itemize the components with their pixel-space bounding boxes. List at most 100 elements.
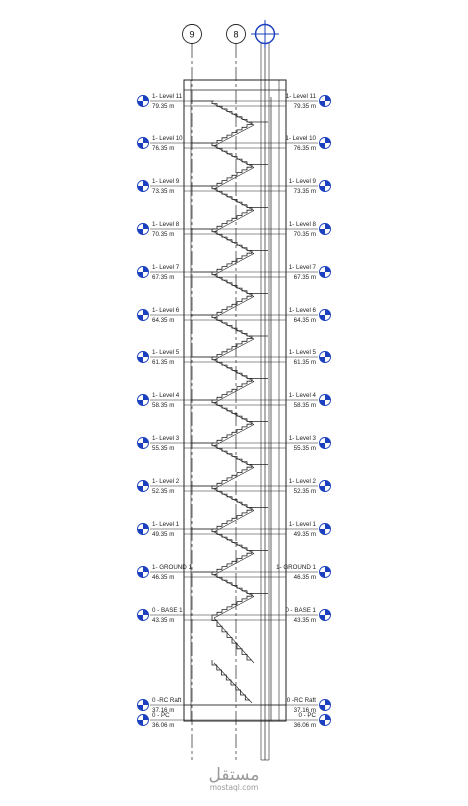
stair-flight-lower-soffit: [213, 296, 255, 319]
stair-flight-upper: [211, 186, 252, 208]
level-marker-fill: [319, 143, 325, 149]
level-marker-fill: [319, 400, 325, 406]
level-marker-fill: [319, 443, 325, 449]
stair-flight-upper-soffit: [213, 617, 255, 664]
level-elevation-right: 67.35 m: [294, 274, 316, 281]
level-marker-fill: [143, 309, 149, 315]
level-elevation-right: 79.35 m: [294, 103, 316, 110]
level-name-right: 1- Level 3: [289, 435, 317, 442]
level-marker-fill: [325, 351, 331, 357]
stair-flight-lower: [212, 122, 253, 144]
stair-flight-upper: [211, 143, 252, 165]
level-marker-fill: [137, 615, 143, 621]
stair-flight-lower: [212, 378, 253, 401]
level-elevation-left: 79.35 m: [152, 103, 174, 110]
level-name-left: 1- Level 3: [152, 435, 180, 442]
level-elevation-left: 46.35 m: [152, 574, 174, 581]
level-name-left: 1- Level 4: [152, 392, 180, 399]
stair-flight-lower-soffit: [213, 596, 255, 619]
stair-flight-upper: [211, 315, 252, 337]
level-elevation-right: 58.35 m: [294, 402, 316, 409]
stair-flight-upper: [211, 529, 252, 551]
stair-flight-lower: [211, 660, 250, 701]
stair-flight-upper-soffit: [213, 445, 255, 468]
level-name-right: 1- Level 7: [289, 264, 317, 271]
level-marker-fill: [137, 186, 143, 192]
level-elevation-right: 73.35 m: [294, 188, 316, 195]
level-name-left: 0 - BASE 1: [152, 607, 183, 614]
level-elevation-left: 67.35 m: [152, 274, 174, 281]
grid-label: 8: [233, 30, 238, 40]
stair-flight-lower: [212, 250, 253, 273]
level-name-right: 0 -RC Raft: [287, 697, 317, 704]
level-elevation-right: 61.35 m: [294, 359, 316, 366]
level-name-right: 1- Level 1: [289, 521, 317, 528]
level-elevation-left: 76.35 m: [152, 145, 174, 152]
stair-flight-lower: [212, 293, 253, 316]
stair-flight-upper-soffit: [213, 402, 255, 425]
stair-flight-lower-soffit: [213, 253, 255, 276]
level-marker-fill: [143, 609, 149, 615]
level-elevation-right: 49.35 m: [294, 531, 316, 538]
level-marker-fill: [137, 486, 143, 492]
stair-flight-lower: [212, 207, 253, 230]
stair-flight-lower-soffit: [213, 338, 255, 361]
level-marker-fill: [143, 566, 149, 572]
level-elevation-left: 58.35 m: [152, 402, 174, 409]
level-marker-fill: [319, 272, 325, 278]
stair-flights: [191, 100, 268, 704]
level-marker-fill: [325, 309, 331, 315]
stair-flight-lower: [212, 421, 253, 444]
level-marker-fill: [319, 705, 325, 711]
stair-flight-upper: [211, 572, 252, 594]
level-marker-fill: [325, 394, 331, 400]
level-marker-fill: [143, 137, 149, 143]
level-marker-fill: [325, 523, 331, 529]
level-marker-fill: [143, 437, 149, 443]
level-name-right: 0 - PC: [298, 712, 316, 719]
grid-bubble: [182, 24, 202, 44]
level-marker-fill: [137, 229, 143, 235]
level-name-right: 1- Level 6: [289, 307, 317, 314]
stair-flight-upper-soffit: [213, 574, 255, 597]
level-marker-fill: [137, 572, 143, 578]
level-marker-fill: [319, 486, 325, 492]
level-name-right: 1- GROUND 1: [276, 564, 316, 571]
level-marker-fill: [319, 572, 325, 578]
level-name-left: 1- Level 5: [152, 349, 180, 356]
level-name-left: 1- Level 2: [152, 478, 180, 485]
level-name-right: 1- Level 4: [289, 392, 317, 399]
stair-flight-upper: [211, 229, 252, 251]
level-elevation-left: 70.35 m: [152, 231, 174, 238]
level-marker-fill: [143, 394, 149, 400]
level-elevation-right: 36.06 m: [294, 722, 316, 729]
level-name-right: 1- Level 9: [289, 178, 317, 185]
stair-flight-lower: [212, 550, 253, 573]
level-marker-fill: [143, 714, 149, 720]
level-marker-fill: [143, 180, 149, 186]
level-marker-fill: [137, 143, 143, 149]
stair-flight-lower-soffit: [213, 210, 255, 233]
stair-flight-upper: [211, 272, 252, 294]
level-name-left: 1- Level 11: [152, 93, 183, 100]
level-elevation-right: 43.35 m: [294, 617, 316, 624]
level-marker-fill: [137, 443, 143, 449]
level-elevation-left: 36.06 m: [152, 722, 174, 729]
level-elevation-right: 52.35 m: [294, 488, 316, 495]
stair-flight-lower-soffit: [213, 381, 255, 404]
level-name-right: 1- Level 10: [285, 135, 316, 142]
level-elevation-right: 64.35 m: [294, 317, 316, 324]
stair-flight-lower-soffit: [213, 662, 253, 704]
stair-flight-upper: [211, 486, 252, 508]
level-marker-fill: [319, 186, 325, 192]
stair-flight-lower-soffit: [213, 167, 255, 190]
level-name-left: 1- Level 9: [152, 178, 180, 185]
level-marker-fill: [137, 272, 143, 278]
grid-bubble: [226, 24, 246, 44]
level-marker-fill: [325, 480, 331, 486]
level-elevation-left: 55.35 m: [152, 445, 174, 452]
stair-flight-lower: [212, 593, 253, 616]
level-name-right: 1- Level 2: [289, 478, 317, 485]
